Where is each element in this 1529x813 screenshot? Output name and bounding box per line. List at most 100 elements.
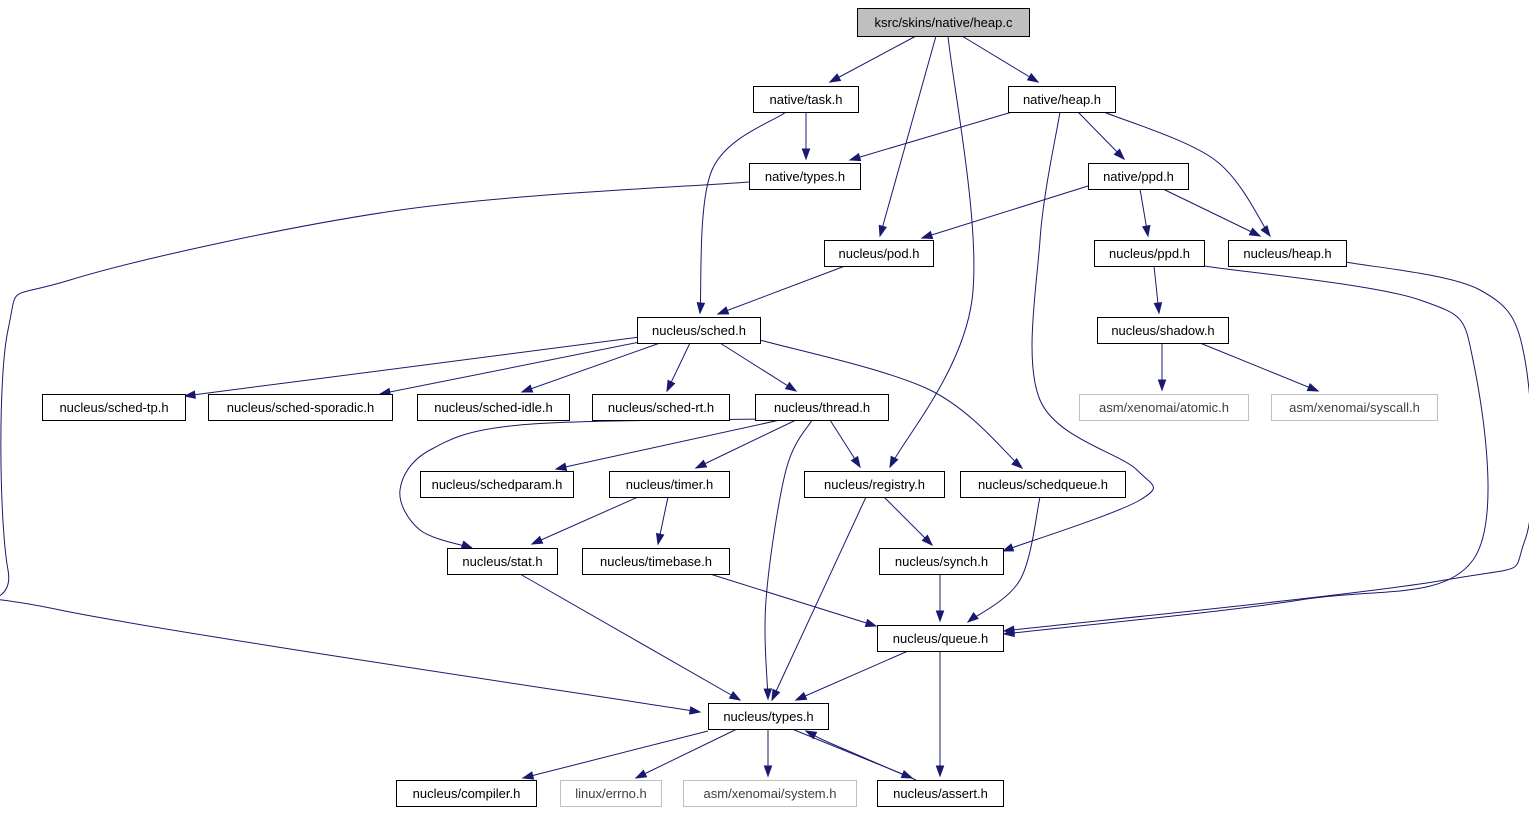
edge-arrowhead bbox=[1026, 72, 1040, 83]
edge-line bbox=[1162, 188, 1261, 237]
node-box bbox=[683, 780, 857, 807]
node-label: ksrc/skins/native/heap.c bbox=[874, 15, 1013, 30]
node-sched-sporadic[interactable]: nucleus/sched-sporadic.h bbox=[208, 394, 393, 421]
node-sched-tp[interactable]: nucleus/sched-tp.h bbox=[42, 394, 186, 421]
edge-arrowhead bbox=[966, 612, 979, 623]
node-nucleus-compiler[interactable]: nucleus/compiler.h bbox=[396, 780, 537, 807]
edge-line bbox=[921, 185, 1089, 239]
node-nucleus-schedqueue[interactable]: nucleus/schedqueue.h bbox=[960, 471, 1126, 498]
node-box bbox=[804, 471, 945, 498]
node-nucleus-sched[interactable]: nucleus/sched.h bbox=[637, 317, 761, 344]
node-nucleus-shadow[interactable]: nucleus/shadow.h bbox=[1097, 317, 1229, 344]
node-label: nucleus/compiler.h bbox=[413, 786, 521, 801]
edge-arrowhead bbox=[530, 535, 544, 545]
edge-arrowhead bbox=[864, 618, 878, 627]
edge-arrowhead bbox=[460, 540, 474, 549]
node-box bbox=[708, 703, 829, 730]
edge-line bbox=[0, 181, 750, 713]
node-box bbox=[1271, 394, 1438, 421]
edge-line bbox=[1003, 265, 1489, 635]
edge-native_heap-to-nucleus_synch bbox=[1001, 111, 1154, 552]
edge-line bbox=[699, 111, 787, 314]
edge-arrowhead bbox=[1141, 224, 1151, 238]
node-nucleus-timebase[interactable]: nucleus/timebase.h bbox=[582, 548, 730, 575]
node-nucleus-assert[interactable]: nucleus/assert.h bbox=[877, 780, 1004, 807]
edge-line bbox=[531, 496, 639, 545]
edge-nucleus_ppd-to-nucleus_shadow bbox=[1153, 265, 1163, 315]
node-label: native/ppd.h bbox=[1103, 169, 1174, 184]
node-label: nucleus/sched-rt.h bbox=[608, 400, 714, 415]
edge-line bbox=[522, 730, 709, 779]
edge-nucleus_sched-to-nucleus_thread bbox=[719, 342, 798, 392]
edge-nucleus_registry-to-nucleus_types bbox=[771, 496, 867, 702]
node-nucleus-pod[interactable]: nucleus/pod.h bbox=[824, 240, 934, 267]
node-box bbox=[960, 471, 1126, 498]
edge-line bbox=[849, 111, 1013, 161]
edge-nucleus_types-to-nucleus_compiler bbox=[521, 730, 709, 780]
edge-arrowhead bbox=[521, 771, 535, 780]
node-label: nucleus/sched-tp.h bbox=[59, 400, 168, 415]
node-box bbox=[396, 780, 537, 807]
node-sched-rt[interactable]: nucleus/sched-rt.h bbox=[592, 394, 730, 421]
edge-nucleus_assert-to-nucleus_types bbox=[804, 730, 917, 781]
edge-heap_c-to-native_task bbox=[828, 35, 917, 83]
edge-line bbox=[695, 419, 797, 469]
node-label: nucleus/registry.h bbox=[824, 477, 925, 492]
node-sched-idle[interactable]: nucleus/sched-idle.h bbox=[417, 394, 570, 421]
edge-nucleus_thread-to-nucleus_registry bbox=[829, 419, 861, 469]
node-label: nucleus/pod.h bbox=[839, 246, 920, 261]
node-box bbox=[877, 625, 1004, 652]
edge-arrowhead bbox=[794, 691, 808, 701]
node-label: nucleus/types.h bbox=[723, 709, 813, 724]
node-native-heap[interactable]: native/heap.h bbox=[1008, 86, 1116, 113]
node-asm-system: asm/xenomai/system.h bbox=[683, 780, 857, 807]
edge-arrowhead bbox=[763, 765, 773, 778]
edge-arrowhead bbox=[828, 73, 842, 83]
node-box bbox=[1228, 240, 1347, 267]
node-native-task[interactable]: native/task.h bbox=[753, 86, 859, 113]
edge-line bbox=[805, 730, 917, 781]
node-label: nucleus/queue.h bbox=[893, 631, 988, 646]
edge-arrowhead bbox=[1260, 224, 1271, 238]
node-nucleus-types[interactable]: nucleus/types.h bbox=[708, 703, 829, 730]
edges-layer bbox=[0, 35, 1529, 781]
node-box bbox=[755, 394, 889, 421]
node-nucleus-schedparam[interactable]: nucleus/schedparam.h bbox=[420, 471, 574, 498]
node-label: nucleus/synch.h bbox=[895, 554, 988, 569]
node-nucleus-heap[interactable]: nucleus/heap.h bbox=[1228, 240, 1347, 267]
edge-arrowhead bbox=[771, 688, 781, 702]
node-heap-c[interactable]: ksrc/skins/native/heap.c bbox=[857, 8, 1030, 37]
node-nucleus-ppd[interactable]: nucleus/ppd.h bbox=[1094, 240, 1205, 267]
node-nucleus-timer[interactable]: nucleus/timer.h bbox=[609, 471, 730, 498]
edge-arrowhead bbox=[878, 224, 887, 238]
node-nucleus-queue[interactable]: nucleus/queue.h bbox=[877, 625, 1004, 652]
edge-nucleus_queue-to-nucleus_assert bbox=[935, 651, 945, 778]
node-native-types[interactable]: native/types.h bbox=[749, 163, 861, 190]
node-nucleus-thread[interactable]: nucleus/thread.h bbox=[755, 394, 889, 421]
edge-native_heap-to-nucleus_heap bbox=[1103, 111, 1271, 238]
edge-arrowhead bbox=[520, 384, 534, 393]
edge-nucleus_synch-to-nucleus_queue bbox=[935, 574, 945, 623]
node-label: nucleus/thread.h bbox=[774, 400, 870, 415]
edge-nucleus_thread-to-nucleus_timer bbox=[694, 419, 797, 469]
node-box bbox=[447, 548, 558, 575]
edge-nucleus_stat-to-nucleus_types bbox=[519, 573, 742, 701]
edge-line bbox=[709, 573, 877, 627]
node-nucleus-registry[interactable]: nucleus/registry.h bbox=[804, 471, 945, 498]
node-nucleus-stat[interactable]: nucleus/stat.h bbox=[447, 548, 558, 575]
node-box bbox=[592, 394, 730, 421]
edge-line bbox=[795, 650, 909, 701]
edge-nucleus_sched-to-sched_tp bbox=[183, 336, 641, 399]
edge-nucleus_timebase-to-nucleus_queue bbox=[709, 573, 878, 627]
edge-arrowhead bbox=[889, 455, 899, 469]
edge-line bbox=[521, 342, 661, 393]
node-nucleus-synch[interactable]: nucleus/synch.h bbox=[879, 548, 1004, 575]
node-box bbox=[1079, 394, 1249, 421]
node-label: nucleus/shadow.h bbox=[1111, 323, 1214, 338]
edge-nucleus_sched-to-sched_idle bbox=[520, 342, 661, 393]
edge-nucleus_types-to-linux_errno bbox=[634, 728, 738, 779]
node-native-ppd[interactable]: native/ppd.h bbox=[1088, 163, 1189, 190]
node-label: asm/xenomai/atomic.h bbox=[1099, 400, 1229, 415]
node-label: nucleus/timer.h bbox=[626, 477, 713, 492]
